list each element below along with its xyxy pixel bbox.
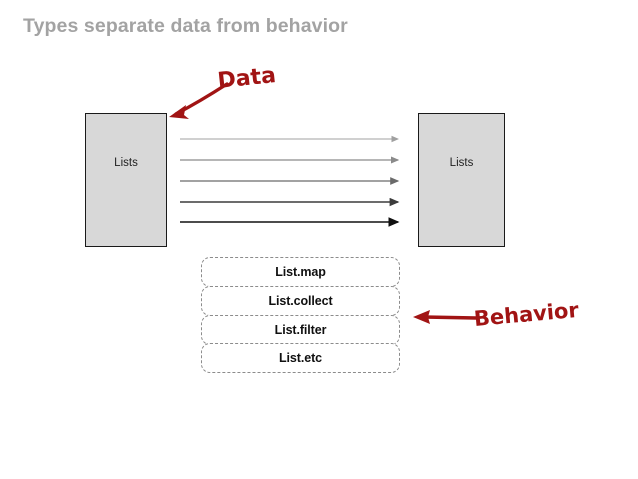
method-label: List.collect (268, 293, 333, 308)
lists-box-left-label: Lists (114, 157, 138, 169)
page-title: Types separate data from behavior (23, 15, 348, 37)
lists-box-right-label: Lists (449, 157, 474, 169)
data-annotation-arrow-icon (169, 82, 229, 119)
lists-box-right: Lists (418, 113, 505, 247)
method-box-map[interactable]: List.map (201, 257, 400, 287)
behavior-annotation-arrow-icon (413, 310, 478, 324)
method-label: List.map (275, 265, 326, 279)
method-label: List.filter (274, 322, 327, 337)
method-list: List.map List.collect List.filter List.e… (201, 257, 400, 374)
method-box-etc[interactable]: List.etc (201, 343, 400, 374)
flow-arrow-group (180, 135, 400, 227)
method-label: List.etc (279, 351, 322, 366)
method-box-collect[interactable]: List.collect (201, 285, 400, 316)
method-box-filter[interactable]: List.filter (201, 314, 400, 345)
lists-box-left: Lists (85, 113, 167, 247)
